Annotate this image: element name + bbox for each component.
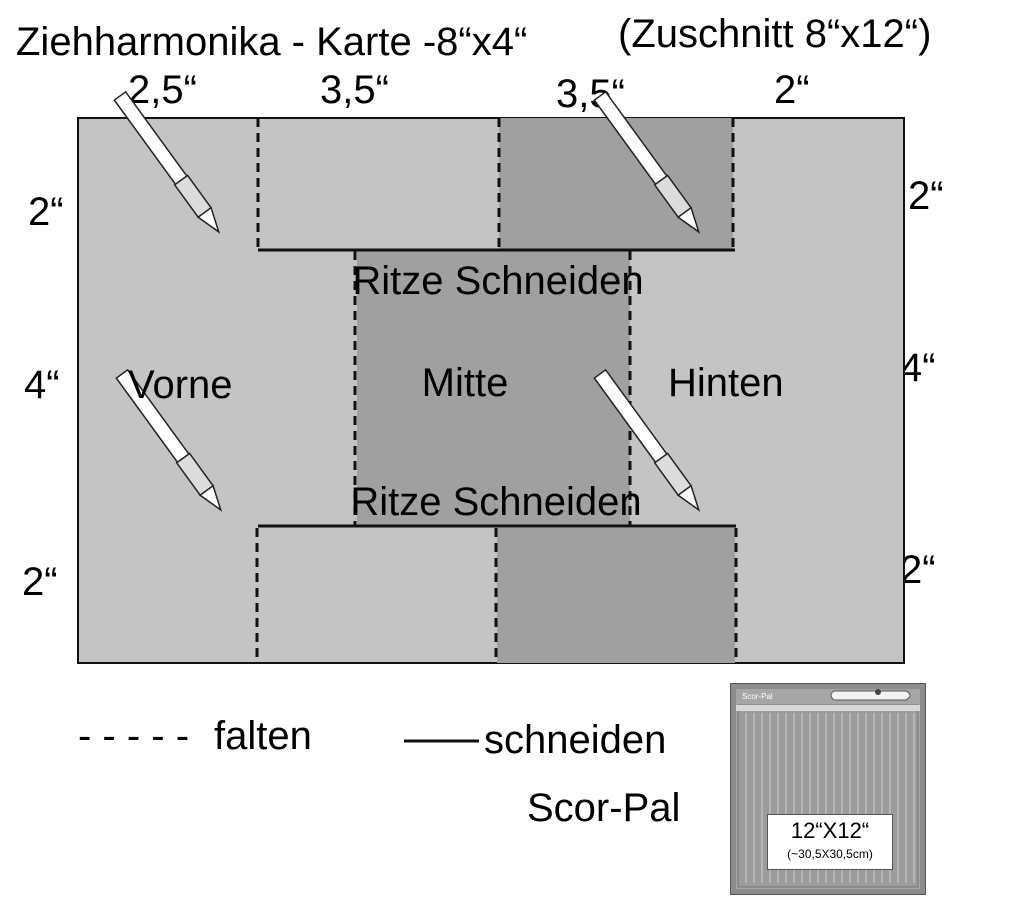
dim-top-2: 3,5“ (320, 68, 389, 112)
scorpal-size-cm: (~30,5X30,5cm) (787, 847, 873, 861)
legend-fold-label: falten (214, 714, 312, 758)
label-front: Vorne (128, 363, 233, 407)
legend-cut-label: schneiden (484, 718, 667, 762)
dim-top-1: 2,5“ (128, 68, 197, 112)
dim-right-1: 2“ (908, 174, 944, 218)
label-middle: Mitte (422, 361, 509, 405)
dim-top-4: 2“ (774, 68, 810, 112)
cut-size-note: (Zuschnitt 8“x12“) (618, 12, 932, 56)
bone-folder-icon (830, 690, 911, 701)
legend-fold-dashes: - - - - - (78, 714, 190, 758)
craft-knife-icon (115, 368, 223, 512)
scorpal-size: 12“X12“ (790, 818, 870, 843)
panel-middle-dark (357, 251, 630, 527)
label-back: Hinten (668, 361, 784, 405)
label-cut-top: Ritze Schneiden (352, 259, 643, 303)
dim-right-3: 2“ (900, 548, 936, 592)
dim-left-1: 2“ (28, 190, 64, 234)
craft-knife-icon (593, 90, 701, 234)
dim-left-2: 4“ (24, 363, 60, 407)
scorpal-size-label: 12“X12“ (~30,5X30,5cm) (767, 814, 893, 870)
craft-knife-icon (593, 368, 701, 512)
legend-tool-label: Scor-Pal (527, 786, 681, 830)
panel-bottom-dark (497, 528, 735, 663)
scorpal-brand: Scor-Pal (742, 692, 773, 701)
diagram-title: Ziehharmonika - Karte -8“x4“ (16, 20, 528, 64)
dim-right-2: 4“ (900, 346, 936, 390)
craft-knife-icon (113, 90, 221, 234)
dim-left-3: 2“ (22, 560, 58, 604)
label-cut-bottom: Ritze Schneiden (350, 480, 641, 524)
